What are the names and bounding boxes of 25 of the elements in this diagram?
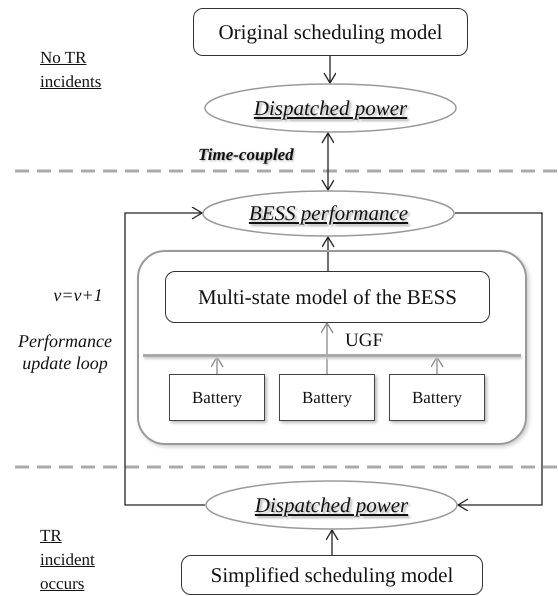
- bus-bar: UGF: [143, 331, 521, 357]
- annotation-text: Performance update loop: [17, 330, 113, 374]
- arrow: [321, 236, 335, 271]
- process-box: Multi-state model of the BESS: [165, 271, 490, 323]
- arrow: [430, 356, 444, 374]
- arrow: [321, 132, 335, 191]
- battery-box: Battery: [169, 374, 265, 421]
- arrow: [320, 322, 334, 374]
- section-note: TR incident occurs: [40, 525, 96, 595]
- oval-node: Dispatched power: [204, 83, 457, 133]
- container-box: [137, 250, 527, 445]
- process-box: Simplified scheduling model: [181, 555, 483, 595]
- oval-node: Dispatched power: [205, 480, 458, 530]
- arrow: [325, 529, 339, 555]
- annotation-text: v=v+1: [52, 284, 104, 306]
- arrow: [455, 212, 543, 512]
- node-label: UGF: [345, 330, 384, 351]
- battery-box: Battery: [279, 374, 375, 421]
- process-box: Original scheduling model: [193, 8, 468, 56]
- oval-node: BESS performance: [202, 190, 455, 237]
- battery-box: Battery: [389, 374, 485, 421]
- arrow: [323, 56, 337, 84]
- arrow: [210, 356, 224, 374]
- section-note: No TR incidents: [40, 47, 102, 93]
- arrow: [124, 206, 205, 506]
